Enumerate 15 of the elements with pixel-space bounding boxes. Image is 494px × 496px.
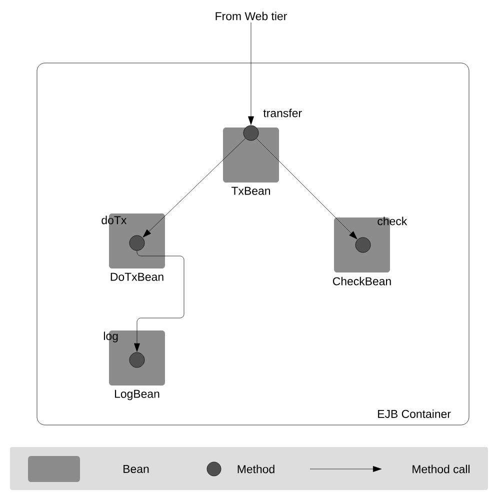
node-label: LogBean xyxy=(115,390,160,400)
bean-box: TxBean xyxy=(223,128,279,195)
node-label: DoTxBean xyxy=(110,272,164,281)
legend-label: Method xyxy=(238,464,274,474)
node-label: TxBean xyxy=(232,186,270,195)
legend-label: Method call xyxy=(412,464,470,474)
source-label: From Web tier xyxy=(216,12,287,20)
arrow xyxy=(134,250,184,352)
method-name: transfer xyxy=(263,108,302,118)
method-name: check xyxy=(378,216,408,226)
legend-label: Bean xyxy=(124,465,149,473)
arrow xyxy=(256,138,358,240)
arrow xyxy=(248,22,254,125)
arrow xyxy=(142,138,246,238)
node-label: CheckBean xyxy=(332,276,391,286)
